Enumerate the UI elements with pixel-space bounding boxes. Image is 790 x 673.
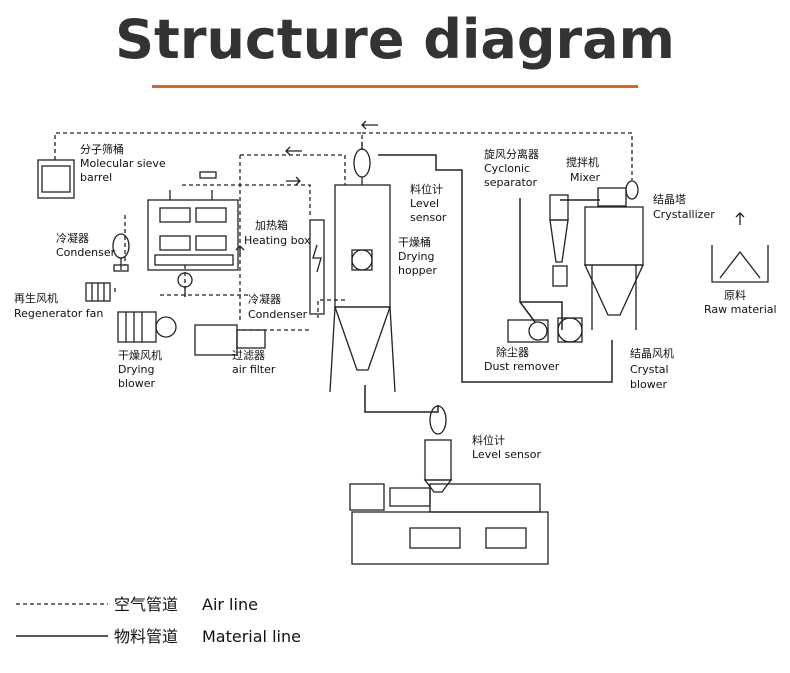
label-mixer: 搅拌机 Mixer	[566, 155, 600, 184]
molecular-sieve-barrels	[147, 171, 239, 271]
air-arrows	[235, 120, 745, 256]
label-level-sensor-top-en2: sensor	[410, 211, 447, 224]
label-air-filter: 过滤器 air filter	[232, 349, 276, 376]
label-crystallizer-en: Crystallizer	[653, 208, 715, 221]
label-condenser-mid-en: Condenser	[248, 308, 308, 321]
air-filter	[194, 324, 266, 356]
cyclonic-separator	[549, 194, 569, 287]
condenser-mid	[177, 272, 193, 297]
label-condenser-left: 冷凝器 Condenser	[56, 231, 116, 259]
label-molecular-sieve-en2: barrel	[80, 171, 112, 184]
drying-hopper	[329, 142, 396, 393]
label-cyclonic-separator-en1: Cyclonic	[484, 162, 530, 175]
legend-material-en: Material line	[202, 627, 301, 646]
label-air-filter-zh: 过滤器	[232, 349, 265, 362]
label-dust-remover-zh: 除尘器	[496, 345, 529, 359]
label-regenerator-fan-zh: 再生风机	[14, 291, 58, 305]
label-crystallizer: 结晶塔 Crystallizer	[653, 193, 715, 221]
label-drying-blower-zh: 干燥风机	[118, 348, 162, 362]
page-title: Structure diagram	[115, 8, 675, 71]
label-crystal-blower: 结晶风机 Crystal blower	[630, 346, 674, 391]
legend-air-zh: 空气管道	[114, 595, 178, 614]
label-crystal-blower-zh: 结晶风机	[630, 346, 674, 360]
label-level-sensor-top: 料位计 Level sensor	[410, 182, 447, 224]
label-regenerator-fan: 再生风机 Regenerator fan	[14, 291, 103, 320]
label-level-sensor-bottom: 料位计 Level sensor	[472, 433, 541, 461]
air-lines	[54, 132, 633, 331]
label-raw-material-zh: 原料	[724, 288, 746, 302]
label-raw-material-en: Raw material	[704, 303, 777, 316]
dust-remover	[507, 319, 549, 343]
label-cyclonic-separator-en2: separator	[484, 176, 538, 189]
label-cyclonic-separator: 旋风分离器 Cyclonic separator	[484, 147, 539, 189]
label-crystal-blower-en2: blower	[630, 378, 668, 391]
crystallizer	[583, 180, 645, 330]
legend-air-en: Air line	[202, 595, 258, 614]
label-drying-blower: 干燥风机 Drying blower	[118, 348, 162, 390]
legend: 空气管道 Air line 物料管道 Material line	[16, 595, 301, 646]
material-lines	[364, 154, 613, 413]
label-cyclonic-separator-zh: 旋风分离器	[484, 147, 539, 161]
molecular-sieve-cabinet	[37, 159, 75, 199]
drying-blower	[117, 311, 177, 343]
heating-box	[309, 219, 325, 315]
label-condenser-left-en: Condenser	[56, 246, 116, 259]
label-level-sensor-bottom-zh: 料位计	[472, 433, 505, 447]
label-air-filter-en: air filter	[232, 363, 276, 376]
label-heating-box-zh: 加热箱	[255, 218, 288, 232]
label-molecular-sieve: 分子筛桶 Molecular sieve barrel	[80, 142, 166, 184]
title-underline	[152, 85, 638, 88]
label-drying-hopper-en1: Drying	[398, 250, 435, 263]
label-dust-remover: 除尘器 Dust remover	[484, 345, 560, 373]
legend-material-zh: 物料管道	[114, 627, 178, 646]
label-molecular-sieve-zh: 分子筛桶	[80, 142, 124, 156]
label-level-sensor-top-en1: Level	[410, 197, 439, 210]
label-mixer-zh: 搅拌机	[566, 155, 599, 169]
label-raw-material: 原料 Raw material	[704, 288, 777, 316]
regenerator-fan	[85, 282, 111, 302]
extruder	[349, 405, 549, 565]
label-dust-remover-en: Dust remover	[484, 360, 560, 373]
label-mixer-en: Mixer	[570, 171, 600, 184]
label-condenser-mid: 冷凝器 Condenser	[248, 292, 308, 321]
label-crystal-blower-en1: Crystal	[630, 363, 669, 376]
label-heating-box-en: Heating box	[244, 234, 311, 247]
raw-material-bin	[711, 245, 769, 283]
label-drying-hopper-en2: hopper	[398, 264, 437, 277]
condenser-left	[112, 233, 130, 272]
label-drying-blower-en1: Drying	[118, 363, 155, 376]
label-molecular-sieve-en1: Molecular sieve	[80, 157, 166, 170]
label-heating-box: 加热箱 Heating box	[244, 218, 311, 247]
label-crystallizer-zh: 结晶塔	[653, 193, 686, 206]
label-level-sensor-bottom-en: Level sensor	[472, 448, 541, 461]
label-condenser-mid-zh: 冷凝器	[248, 292, 281, 306]
label-condenser-left-zh: 冷凝器	[56, 231, 89, 245]
label-drying-blower-en2: blower	[118, 377, 156, 390]
label-level-sensor-top-zh: 料位计	[410, 182, 443, 196]
label-drying-hopper: 干燥桶 Drying hopper	[398, 235, 437, 277]
label-regenerator-fan-en: Regenerator fan	[14, 307, 103, 320]
label-drying-hopper-zh: 干燥桶	[398, 235, 431, 249]
crystal-blower	[557, 317, 583, 343]
